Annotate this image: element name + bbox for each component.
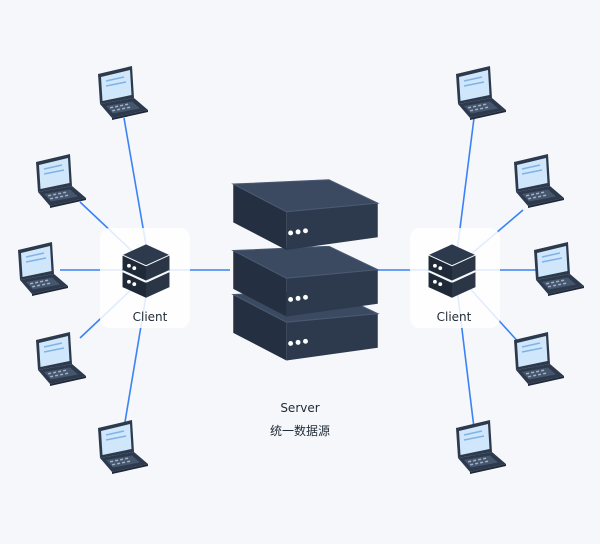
client-left-label: Client xyxy=(132,310,168,324)
laptop-icon xyxy=(97,419,149,475)
client-node-icon xyxy=(121,243,171,299)
laptop-icon xyxy=(513,331,565,387)
client-node-icon xyxy=(427,243,477,299)
laptop-icon xyxy=(533,241,585,297)
laptop-icon xyxy=(455,65,507,121)
client-right-label: Client xyxy=(436,310,472,324)
laptop-icon xyxy=(513,153,565,209)
laptop-icon xyxy=(35,331,87,387)
laptop-icon xyxy=(97,65,149,121)
server-rack-icon xyxy=(232,179,379,361)
laptop-icon xyxy=(17,241,69,297)
laptop-icon xyxy=(35,153,87,209)
server-label: Server xyxy=(280,401,320,415)
server-sublabel: 统一数据源 xyxy=(269,424,330,438)
laptop-icon xyxy=(455,419,507,475)
